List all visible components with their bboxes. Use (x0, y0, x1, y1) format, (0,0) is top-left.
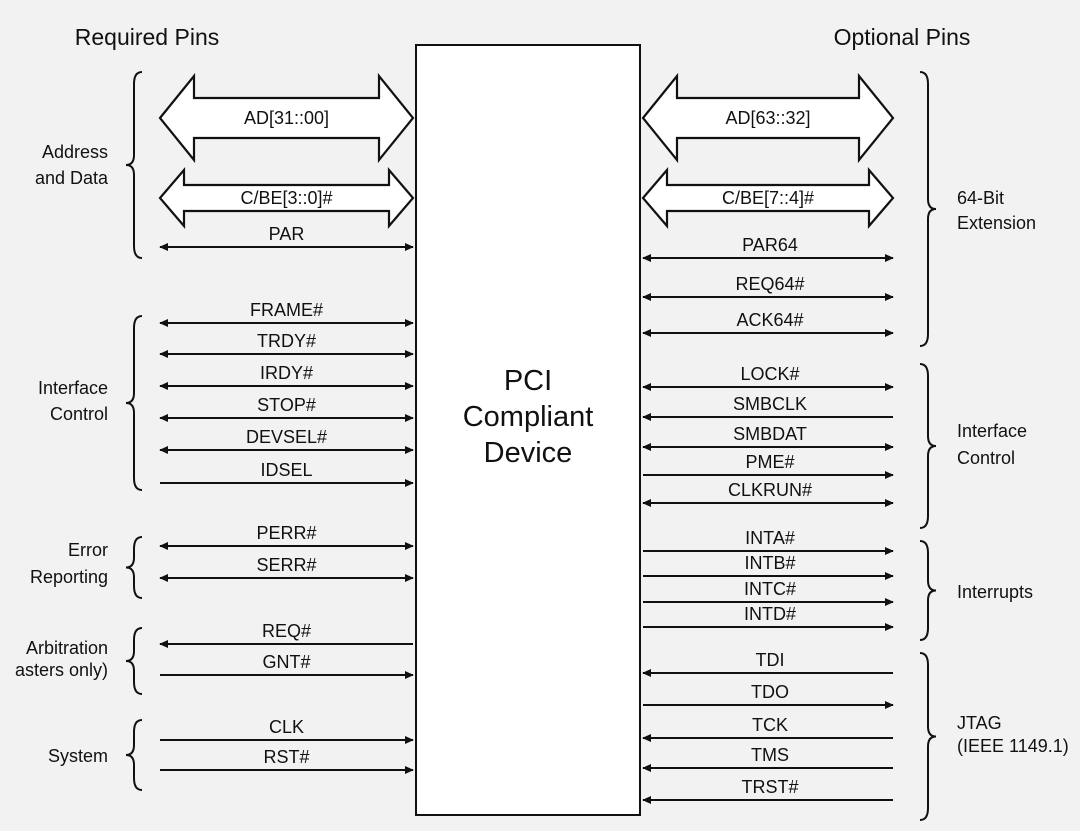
left-group-label-arbitration-2: asters only) (15, 660, 108, 680)
right-group-label-interface-1: Interface (957, 421, 1027, 441)
right-c-be-7-4-bus-arrow (641, 167, 895, 229)
right-brace-interface (919, 363, 937, 529)
signal-label-trst: TRST# (741, 777, 798, 797)
signal-label-rst: RST# (263, 747, 309, 767)
right-ad-63-32-bus-label: AD[63::32] (725, 108, 810, 128)
signal-label-par: PAR (269, 224, 305, 244)
signal-label-tdi: TDI (756, 650, 785, 670)
signal-label-irdy: IRDY# (260, 363, 313, 383)
signal-label-tck: TCK (752, 715, 788, 735)
signal-label-trdy: TRDY# (257, 331, 316, 351)
left-group-label-address-2: and Data (35, 168, 109, 188)
left-group-label-address-1: Address (42, 142, 108, 162)
right-group-label-jtag-1: JTAG (957, 713, 1002, 733)
signal-label-ack64: ACK64# (736, 310, 803, 330)
signal-label-intb: INTB# (744, 553, 795, 573)
signal-label-tms: TMS (751, 745, 789, 765)
group-braces (125, 71, 937, 821)
device-box (415, 44, 641, 816)
device-label-line3: Device (484, 437, 573, 469)
signal-label-intc: INTC# (744, 579, 796, 599)
device-label-line1: PCI (504, 365, 552, 397)
right-group-label-interface-2: Control (957, 448, 1015, 468)
right-c-be-7-4-bus-label: C/BE[7::4]# (722, 188, 814, 208)
left-group-label-error-2: Reporting (30, 567, 108, 587)
signal-label-lock: LOCK# (740, 364, 799, 384)
right-brace-jtag (919, 652, 937, 821)
right-group-label-ext64-2: Extension (957, 213, 1036, 233)
left-brace-error (125, 536, 143, 599)
left-ad-31-00-bus-label: AD[31::00] (244, 108, 329, 128)
signal-label-stop: STOP# (257, 395, 316, 415)
left-group-label-error-1: Error (68, 540, 108, 560)
signal-label-tdo: TDO (751, 682, 789, 702)
signal-label-gnt: GNT# (262, 652, 310, 672)
right-ad-63-32-bus-arrow (641, 72, 895, 164)
left-group-label-arbitration-1: Arbitration (26, 638, 108, 658)
right-group-label-ext64-1: 64-Bit (957, 188, 1004, 208)
signal-label-clk: CLK (269, 717, 304, 737)
optional-pins-header: Optional Pins (834, 24, 971, 50)
signal-label-pme: PME# (745, 452, 794, 472)
signal-label-frame: FRAME# (250, 300, 323, 320)
right-group-label-jtag-2: (IEEE 1149.1) (957, 736, 1069, 756)
signal-label-inta: INTA# (745, 528, 795, 548)
right-brace-ext64 (919, 71, 937, 347)
left-group-label-system-1: System (48, 746, 108, 766)
signal-label-serr: SERR# (256, 555, 316, 575)
signal-label-par64: PAR64 (742, 235, 798, 255)
signal-label-idsel: IDSEL (260, 460, 312, 480)
left-brace-arbitration (125, 627, 143, 695)
left-group-label-interface-2: Control (50, 404, 108, 424)
left-group-label-interface-1: Interface (38, 378, 108, 398)
left-c-be-3-0-bus-arrow (158, 167, 415, 229)
left-brace-system (125, 719, 143, 791)
signal-label-intd: INTD# (744, 604, 796, 624)
device-label-line2: Compliant (463, 401, 594, 433)
bus-arrows: AD[31::00]C/BE[3::0]# AD[63::32]C/BE[7::4… (158, 72, 895, 229)
right-group-label-interrupts-1: Interrupts (957, 582, 1033, 602)
signal-label-req: REQ# (262, 621, 311, 641)
signal-label-smbdat: SMBDAT (733, 424, 807, 444)
right-brace-interrupts (919, 540, 937, 641)
required-pins-header: Required Pins (75, 24, 219, 50)
signal-label-clkrun: CLKRUN# (728, 480, 812, 500)
left-brace-interface (125, 315, 143, 491)
signal-label-smbclk: SMBCLK (733, 394, 807, 414)
signal-label-req64: REQ64# (735, 274, 804, 294)
left-c-be-3-0-bus-label: C/BE[3::0]# (240, 188, 332, 208)
left-brace-address (125, 71, 143, 259)
signal-label-perr: PERR# (256, 523, 316, 543)
signal-lines: PAR FRAME# TRDY# IRDY# STOP# DEVSEL# IDSEL PERR… (159, 224, 894, 805)
left-ad-31-00-bus-arrow (158, 72, 415, 164)
signal-label-devsel: DEVSEL# (246, 427, 327, 447)
